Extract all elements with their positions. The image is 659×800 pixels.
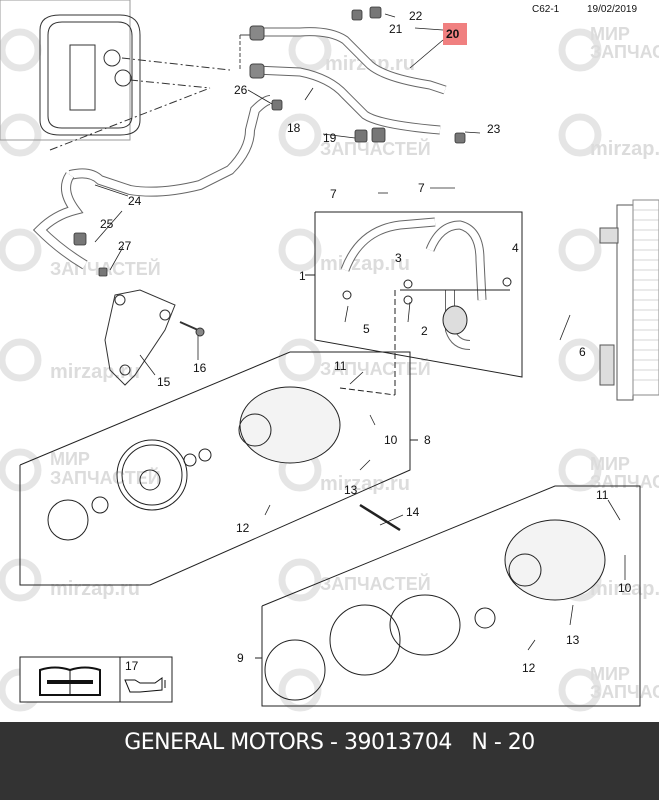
compressor-group-box-2 — [255, 485, 641, 707]
callout-6: 6 — [579, 345, 586, 359]
book-wrench-icon — [39, 666, 101, 696]
callout-13: 13 — [344, 483, 358, 497]
watermark-text: mirzap.ru — [50, 361, 140, 383]
watermark-text: ЗАПЧАСТЕЙ — [590, 41, 659, 62]
callout-15: 15 — [157, 375, 171, 389]
callout-8: 8 — [424, 433, 431, 447]
callout-18: 18 — [287, 121, 301, 135]
callout-10: 10 — [384, 433, 398, 447]
callout-2: 2 — [421, 324, 428, 338]
callout-16: 16 — [193, 361, 207, 375]
watermark-text: МИР — [50, 449, 90, 469]
callout-5: 5 — [363, 322, 370, 336]
leader-lines — [94, 13, 626, 651]
watermark-text: МИР — [590, 664, 630, 684]
legend-box: 17 — [19, 656, 173, 703]
oil-can-icon — [124, 677, 166, 693]
footer-bar: GENERAL MOTORS - 39013704 N - 20 — [0, 722, 659, 800]
callout-22: 22 — [409, 9, 423, 23]
part-20-highlight — [443, 23, 467, 45]
callout-7: 7 — [330, 187, 337, 201]
watermark-text: ЗАПЧАСТЕЙ — [50, 467, 161, 488]
callout-4: 4 — [512, 241, 519, 255]
callout-19: 19 — [323, 131, 337, 145]
watermark-text: ЗАПЧАСТЕЙ — [320, 358, 431, 379]
legend-oil-number: 17 — [125, 659, 139, 673]
watermark-text: ЗАПЧАСТЕЙ — [590, 681, 659, 702]
callout-25: 25 — [100, 217, 114, 231]
watermark-text: mirzap.ru — [590, 138, 659, 160]
callout-labels: 1 2 3 4 5 6 7 7 8 9 10 10 11 11 12 12 13… — [100, 9, 632, 675]
callout-20-highlighted[interactable]: 20 — [446, 27, 460, 41]
callout-10: 10 — [618, 581, 632, 595]
hose-assembly-top — [239, 25, 447, 135]
diagram-date: 19/02/2019 — [587, 4, 637, 15]
callout-27: 27 — [118, 239, 132, 253]
callout-11: 11 — [334, 359, 347, 373]
watermark-text: mirzap.ru — [50, 578, 140, 600]
callout-24: 24 — [128, 194, 142, 208]
part-number-caption: GENERAL MOTORS - 39013704 N - 20 — [124, 730, 535, 755]
watermark-text: ЗАПЧАСТЕЙ — [320, 138, 431, 159]
watermark-text: mirzap.ru — [320, 253, 410, 275]
callout-7: 7 — [418, 181, 425, 195]
ac-line-group-box — [305, 211, 523, 378]
callout-11: 11 — [596, 488, 609, 502]
bracket-15 — [104, 289, 205, 386]
condenser — [599, 199, 659, 401]
callout-21: 21 — [389, 22, 403, 36]
callout-26: 26 — [234, 83, 248, 97]
callout-12: 12 — [236, 521, 250, 535]
hose-24 — [32, 95, 271, 270]
callout-1: 1 — [299, 269, 306, 283]
watermarks: МИР ЗАПЧАСТЕЙ mirzap.ru mirzap.ru ЗАПЧАС… — [0, 24, 659, 712]
clips — [73, 6, 466, 277]
watermark-text: mirzap.ru — [320, 473, 410, 495]
callout-13: 13 — [566, 633, 580, 647]
callout-3: 3 — [395, 251, 402, 265]
watermark-text: ЗАПЧАСТЕЙ — [590, 471, 659, 492]
callout-23: 23 — [487, 122, 501, 136]
watermark-text: mirzap.ru — [590, 578, 659, 600]
callout-12: 12 — [522, 661, 536, 675]
callout-14: 14 — [406, 505, 420, 519]
hvac-module — [0, 0, 231, 151]
callout-9: 9 — [237, 651, 244, 665]
watermark-text: ЗАПЧАСТЕЙ — [320, 573, 431, 594]
compressor-group-box-1 — [19, 290, 418, 586]
watermark-text: МИР — [590, 454, 630, 474]
watermark-text: МИР — [590, 24, 630, 44]
diagram-code: C62-1 — [532, 4, 560, 15]
parts-diagram: МИР ЗАПЧАСТЕЙ mirzap.ru mirzap.ru ЗАПЧАС… — [0, 0, 659, 712]
